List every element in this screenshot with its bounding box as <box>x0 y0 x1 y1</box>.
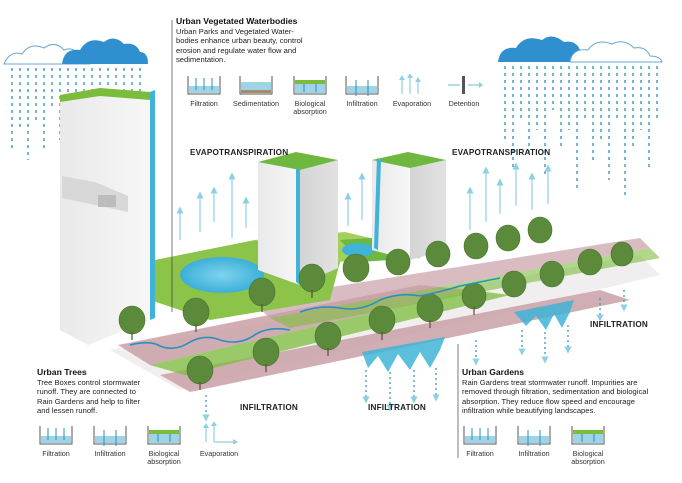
building-center <box>258 152 338 285</box>
desc-line: bodies enhance urban beauty, control <box>176 36 303 46</box>
evapotranspiration-label-right: EVAPOTRANSPIRATION <box>452 148 551 157</box>
waterbodies-description: Urban Parks and Vegetated Water- bodies … <box>176 27 303 65</box>
building-right <box>372 152 446 260</box>
process-label: Evaporation <box>199 449 239 458</box>
process-label: Infiltration <box>346 99 378 108</box>
desc-line: infiltration while beautifying landscape… <box>462 406 596 416</box>
biological-absorption-icon <box>293 76 327 95</box>
infiltration-icon <box>517 426 551 446</box>
desc-line: sedimentation. <box>176 55 226 65</box>
process-label: Infiltration <box>518 449 550 458</box>
filtration-icon <box>187 76 221 95</box>
infiltration-label-center: INFILTRATION <box>368 403 427 412</box>
detention-icon <box>448 76 483 94</box>
desc-line: runoff. They are connected to <box>37 387 136 397</box>
process-label: Evaporation <box>392 99 432 108</box>
process-label: Sedimentation <box>233 99 279 108</box>
process-label: Detention <box>448 99 480 108</box>
evaporation-icon <box>203 422 238 444</box>
desc-line: removed through filtration, sedimentatio… <box>462 387 649 397</box>
process-label: Filtration <box>190 99 218 108</box>
filtration-icon <box>463 426 497 445</box>
sedimentation-icon <box>239 76 273 95</box>
infiltration-label-left: INFILTRATION <box>240 403 299 412</box>
process-label: Biological absorption <box>147 449 181 467</box>
waterbodies-title: Urban Vegetated Waterbodies <box>176 16 298 26</box>
filtration-icon <box>39 426 73 445</box>
desc-line: absorption. They reduce flow speed and e… <box>462 396 635 406</box>
evapotranspiration-arrows <box>176 162 552 240</box>
desc-line: Rain Gardens and help to filter <box>37 396 140 406</box>
evaporation-icon <box>399 74 421 94</box>
infiltration-icon <box>93 426 127 446</box>
runoff-flow <box>129 277 501 350</box>
process-label: Infiltration <box>94 449 126 458</box>
desc-line: and lessen runoff. <box>37 406 98 416</box>
infiltration-basins <box>362 300 574 372</box>
process-label: Biological absorption <box>293 99 327 117</box>
infiltration-label-right: INFILTRATION <box>590 320 649 329</box>
evapotranspiration-label-left: EVAPOTRANSPIRATION <box>190 148 289 157</box>
urban-gardens-description: Rain Gardens treat stormwater runoff. Im… <box>462 378 648 416</box>
urban-trees-description: Tree Boxes control stormwater runoff. Th… <box>37 378 140 416</box>
building-left <box>60 88 155 345</box>
desc-line: Tree Boxes control stormwater <box>37 378 141 387</box>
desc-line: erosion and regulate water flow and <box>176 45 297 55</box>
process-label: Filtration <box>466 449 494 458</box>
process-label: Biological absorption <box>571 449 605 467</box>
street-trees <box>118 216 634 390</box>
urban-trees-title: Urban Trees <box>37 367 87 377</box>
process-label: Filtration <box>42 449 70 458</box>
desc-line: Rain Gardens treat stormwater runoff. Im… <box>462 378 638 387</box>
desc-line: Urban Parks and Vegetated Water- <box>176 27 294 36</box>
rain-cloud-left <box>3 38 148 65</box>
biological-absorption-icon <box>147 426 181 445</box>
rain-cloud-right <box>498 36 663 63</box>
rain-right <box>504 66 658 195</box>
infiltration-icon <box>345 76 379 96</box>
biological-absorption-icon <box>571 426 605 445</box>
urban-gardens-title: Urban Gardens <box>462 367 525 377</box>
infiltration-arrows <box>202 290 628 422</box>
